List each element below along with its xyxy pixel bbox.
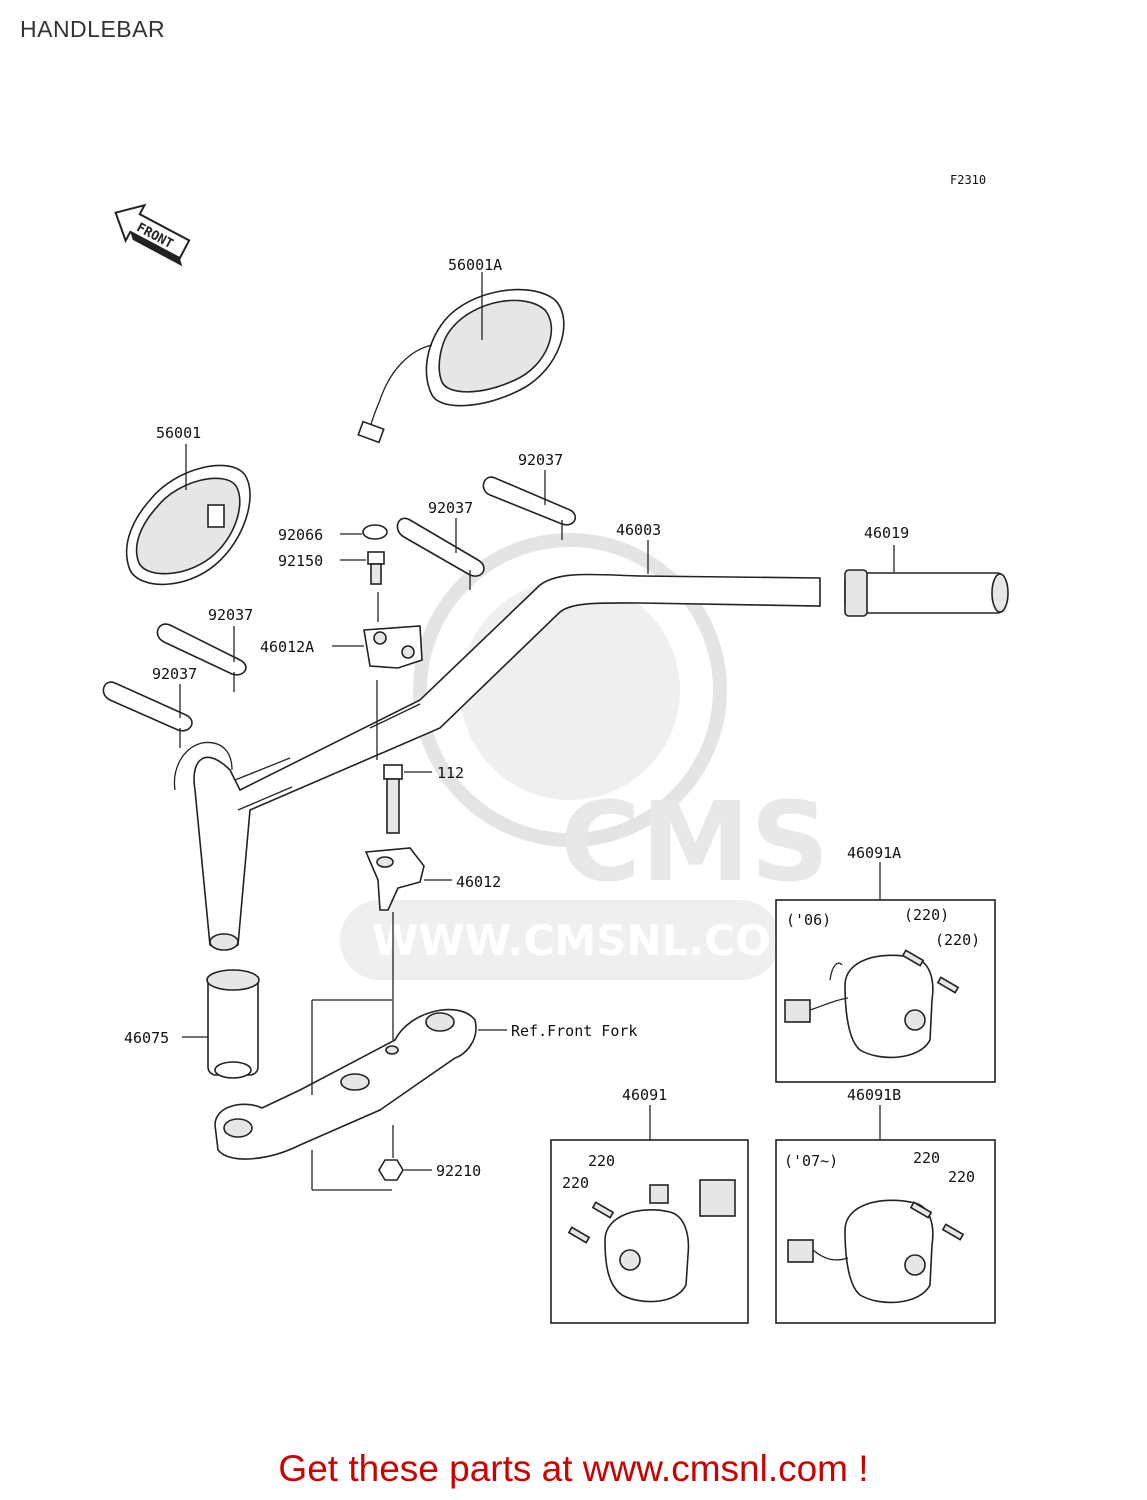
label-92066: 92066 [278,526,323,544]
label-92037-d: 92037 [152,665,197,683]
page-title: HANDLEBAR [20,16,166,42]
label-46091: 46091 [622,1086,667,1104]
clamp-plate-3 [156,623,247,692]
bolt-92150 [367,551,385,585]
label-92037-c: 92037 [208,606,253,624]
bolt-112 [383,764,403,834]
label-56001A: 56001A [448,256,502,274]
label-46003: 46003 [616,521,661,539]
label-46091B: 46091B [847,1086,901,1104]
nut-92210 [378,1159,404,1181]
label-ref-front-fork: Ref.Front Fork [511,1022,637,1040]
handlebar-tube [173,573,821,951]
handlebar-parts-diagram: CMS WWW.CMSNL.COM F2310 FRONT 56001A 560… [102,173,1009,1324]
watermark-url: WWW.CMSNL.COM [372,916,813,965]
inset-center-220-2: 220 [562,1174,589,1192]
front-arrow-icon: FRONT [114,203,191,267]
washer-92066 [362,524,388,540]
label-92037-a: 92037 [518,451,563,469]
inset-a-220-1: (220) [904,906,949,924]
clamp-plate-4 [102,681,193,748]
inset-b-220-1: 220 [913,1149,940,1167]
holder-upper-46012A [363,625,423,669]
label-56001: 56001 [156,424,201,442]
switch-housing-46091 [567,1179,736,1303]
label-46075: 46075 [124,1029,169,1047]
label-92210: 92210 [436,1162,481,1180]
label-92037-b: 92037 [428,499,473,517]
inset-b-year: ('07~) [784,1152,838,1170]
watermark: CMS WWW.CMSNL.COM [340,533,829,980]
label-112: 112 [437,764,464,782]
mirror-right [357,288,565,444]
grip-left-46075 [206,969,260,1079]
label-46012A: 46012A [260,638,314,656]
holder-lower-46012 [364,847,425,911]
mirror-left [125,464,251,586]
label-46091A: 46091A [847,844,901,862]
label-92150: 92150 [278,552,323,570]
inset-b-220-2: 220 [948,1168,975,1186]
figure-code: F2310 [950,173,986,187]
grip-right-46019 [844,569,1009,617]
label-46019: 46019 [864,524,909,542]
switch-housing-46091B [787,1199,965,1304]
promo-banner[interactable]: Get these parts at www.cmsnl.com ! [278,1448,869,1489]
inset-center-220-1: 220 [588,1152,615,1170]
inset-a-220-2: (220) [935,931,980,949]
switch-housing-46091A [784,949,960,1059]
watermark-brand: CMS [560,778,829,906]
clamp-plate-2 [396,517,485,590]
upper-fork-bracket [214,1008,477,1160]
inset-a-year: ('06) [786,911,831,929]
label-46012: 46012 [456,873,501,891]
clamp-plate-1 [482,476,577,540]
